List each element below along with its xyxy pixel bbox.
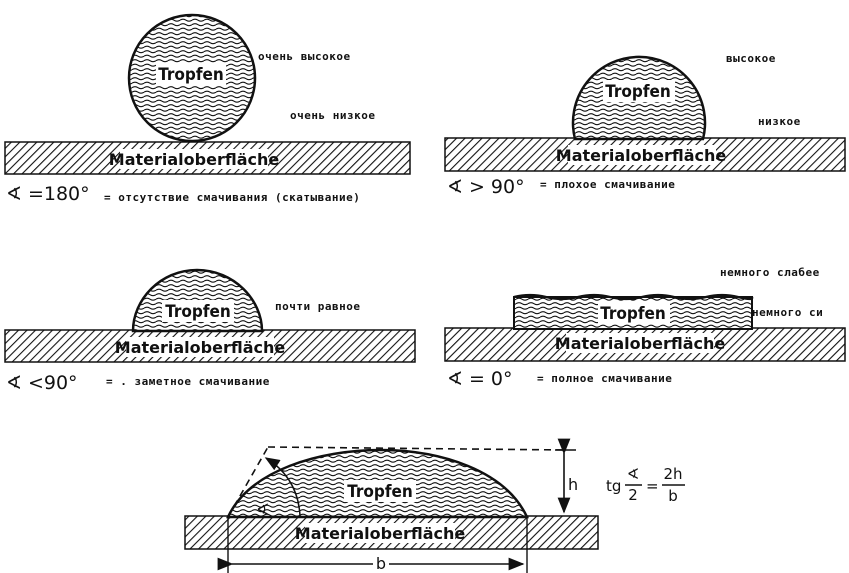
contact-angle-value: ∢ > 90° <box>447 176 525 198</box>
tangent-line <box>227 446 269 518</box>
surface-tension-upper-label: очень высокое <box>258 50 351 63</box>
contact-angle-value: ∢ <90° <box>6 372 78 394</box>
droplet-label: Tropfen <box>347 482 413 502</box>
material-label: Materialoberfläche <box>556 146 727 165</box>
panel-180: Tropfen Materialoberfläche очень высокое… <box>4 13 411 205</box>
formula-angle-numerator: ∢ <box>627 465 640 483</box>
droplet-label: Tropfen <box>165 302 231 322</box>
formula-equals: = <box>646 477 659 495</box>
surface-tension-lower-label: очень низкое <box>290 109 375 122</box>
material-label: Materialoberfläche <box>115 338 286 357</box>
formula-angle-denominator: 2 <box>628 486 638 504</box>
height-label: h <box>568 475 578 494</box>
wetting-caption: = отсутствие смачивания (скатывание) <box>104 191 360 204</box>
formula-numerator: 2h <box>663 465 682 483</box>
panel-under-90: Tropfen Materialoberfläche почти равное … <box>4 268 416 394</box>
material-label: Materialoberfläche <box>109 150 280 169</box>
droplet-label: Tropfen <box>605 82 671 102</box>
droplet-label: Tropfen <box>158 65 224 85</box>
panel-over-90: Tropfen Materialoberfläche высокое низко… <box>444 52 846 198</box>
formula-tg: tg <box>606 477 621 495</box>
wetting-caption: = полное смачивание <box>537 372 672 385</box>
wetting-caption: = плохое смачивание <box>540 178 675 191</box>
apex-line <box>267 446 569 451</box>
material-label: Materialoberfläche <box>295 524 466 543</box>
material-label: Materialoberfläche <box>555 334 726 353</box>
formula: tg ∢ 2 = 2h b <box>606 465 685 505</box>
surface-tension-upper-label: немного слабее <box>720 266 820 279</box>
droplet-label: Tropfen <box>600 304 666 324</box>
surface-tension-lower-label: немного си <box>752 306 823 319</box>
contact-angle-symbol: ∢ <box>256 500 269 519</box>
surface-tension-upper-label: высокое <box>726 52 776 65</box>
panel-measurement: Tropfen Materialoberfläche ∢ h b <box>184 438 599 573</box>
contact-angle-value: ∢ =180° <box>6 183 90 205</box>
surface-tension-lower-label: низкое <box>758 115 801 128</box>
contact-angle-value: ∢ = 0° <box>447 368 513 390</box>
surface-tension-upper-label: почти равное <box>275 300 360 313</box>
wetting-caption: = . заметное смачивание <box>106 375 270 388</box>
panel-0: Tropfen Materialoberfläche немного слабе… <box>444 266 846 390</box>
base-label: b <box>376 554 386 573</box>
formula-denominator: b <box>668 487 678 505</box>
contact-angle-arc <box>264 457 301 517</box>
